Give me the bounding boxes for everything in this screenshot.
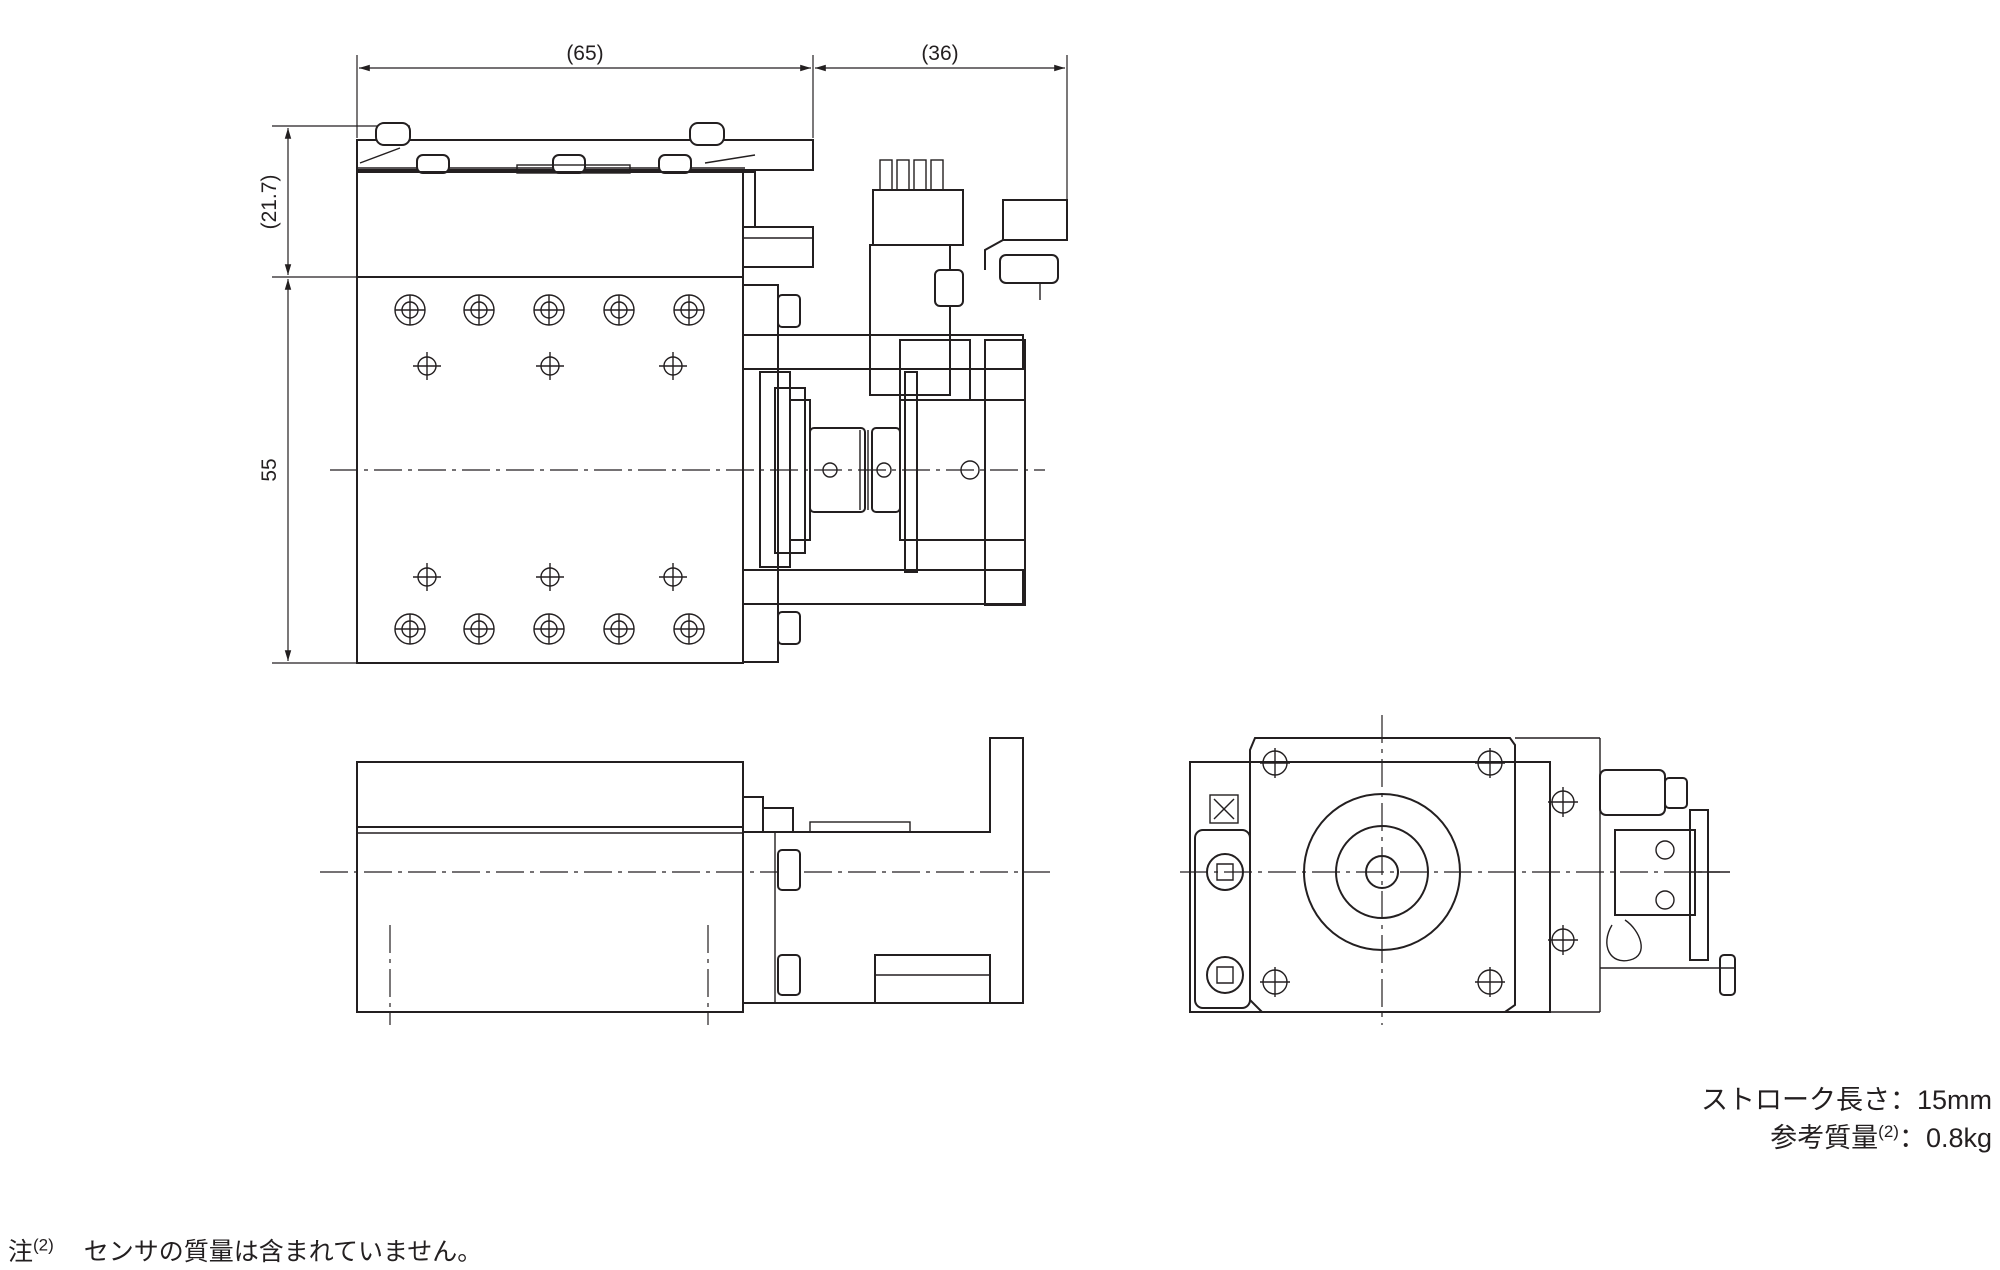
mass-value: 0.8kg [1925,1123,1992,1153]
end-view-sensor [1599,769,1736,996]
stroke-label: ストローク長さ [1700,1085,1890,1115]
drive-mechanism [742,159,1068,663]
dim-height-top: (21.7) [258,175,281,230]
top-view [330,122,1068,664]
top-bolts [375,122,725,174]
end-view [1180,715,1736,1025]
mass-separator: ： [1898,1123,1926,1153]
table-screws [394,294,705,645]
stroke-length-spec: ストローク長さ：15mm [1701,1078,1992,1117]
table-holes [413,352,687,591]
dim-motor-length: (36) [921,42,958,65]
note-ref: (2) [33,1235,54,1255]
dimension-lines [272,55,1068,664]
note-prefix: 注 [8,1238,34,1266]
note-text: センサの質量は含まれていません。 [83,1238,483,1266]
side-view [320,737,1050,1025]
dim-height-table: 55 [258,458,281,481]
motor-bolts [1260,748,1578,997]
mass-spec: 参考質量(2)：0.8kg [1770,1116,1992,1155]
mass-footnote-ref: (2) [1878,1122,1899,1141]
mass-label: 参考質量 [1770,1123,1879,1153]
footnote: 注(2) センサの質量は含まれていません。 [8,1232,482,1268]
stroke-value: 15mm [1916,1085,1992,1115]
stroke-separator: ： [1889,1085,1917,1115]
dim-width-total: (65) [566,42,603,65]
